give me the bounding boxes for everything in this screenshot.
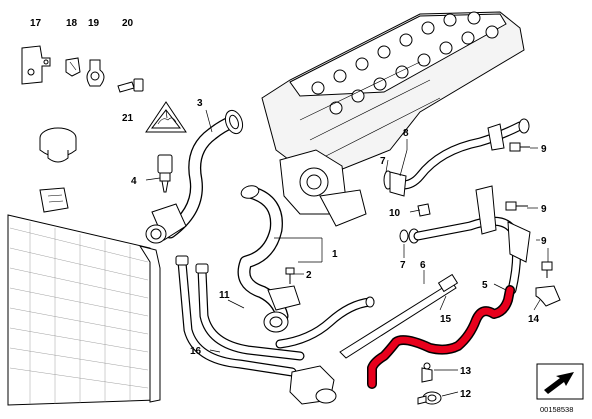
hose-5-highlighted xyxy=(367,285,515,389)
bracket-14 xyxy=(535,285,561,307)
temperature-sensor-4 xyxy=(157,154,173,193)
hose-8 xyxy=(391,118,530,190)
warning-label-21 xyxy=(145,101,187,133)
hose-1 xyxy=(237,185,301,333)
radiator xyxy=(7,187,161,406)
callout-19: 19 xyxy=(88,18,100,29)
clamp-19 xyxy=(86,59,105,87)
hose-3 xyxy=(145,109,244,244)
callout-5: 5 xyxy=(482,280,488,291)
leader-lines xyxy=(145,109,549,397)
callout-4: 4 xyxy=(131,176,137,187)
screw-9-top xyxy=(509,142,530,152)
callout-9-mid: 9 xyxy=(541,204,547,215)
callout-20: 20 xyxy=(122,18,134,29)
diagram-reference-number: 00158538 xyxy=(540,405,573,414)
cylinder-head xyxy=(261,11,525,171)
bracket-17 xyxy=(21,45,51,85)
clip-10 xyxy=(417,203,431,217)
expansion-tank-cap xyxy=(39,127,77,163)
callout-8: 8 xyxy=(403,128,409,139)
clamp-13 xyxy=(421,362,433,383)
screw-2 xyxy=(285,267,295,284)
callout-2: 2 xyxy=(306,270,312,281)
callout-7-lower: 7 xyxy=(400,260,406,271)
callout-13: 13 xyxy=(460,366,472,377)
hose-16 xyxy=(175,255,305,377)
callout-21: 21 xyxy=(122,113,134,124)
callout-16: 16 xyxy=(190,346,202,357)
hose-11 xyxy=(275,296,375,349)
callout-9-top: 9 xyxy=(541,144,547,155)
screw-9-mid xyxy=(505,201,528,211)
o-ring-7-upper xyxy=(383,170,407,197)
clamp-12 xyxy=(417,391,442,405)
callout-12: 12 xyxy=(460,389,472,400)
orientation-arrow-icon xyxy=(536,363,584,400)
callout-10: 10 xyxy=(389,208,401,219)
callout-3: 3 xyxy=(197,98,203,109)
thermostat-housing xyxy=(279,149,367,227)
cable-tie-15 xyxy=(339,273,459,359)
coolant-pipe-right xyxy=(413,185,531,295)
callout-17: 17 xyxy=(30,18,42,29)
callout-1: 1 xyxy=(332,249,338,260)
screw-9-low xyxy=(541,261,553,278)
callout-9-low: 9 xyxy=(541,236,547,247)
callout-6: 6 xyxy=(420,260,426,271)
expansion-tank-lower xyxy=(289,365,337,405)
callout-labels: 17 18 19 20 21 3 4 8 9 7 10 9 9 7 1 2 11… xyxy=(30,18,547,400)
clip-18 xyxy=(65,57,81,77)
screw-20 xyxy=(117,78,144,93)
callout-18: 18 xyxy=(66,18,78,29)
callout-15: 15 xyxy=(440,314,452,325)
callout-11: 11 xyxy=(219,290,230,301)
callout-14: 14 xyxy=(528,314,540,325)
callout-7-upper: 7 xyxy=(380,156,386,167)
